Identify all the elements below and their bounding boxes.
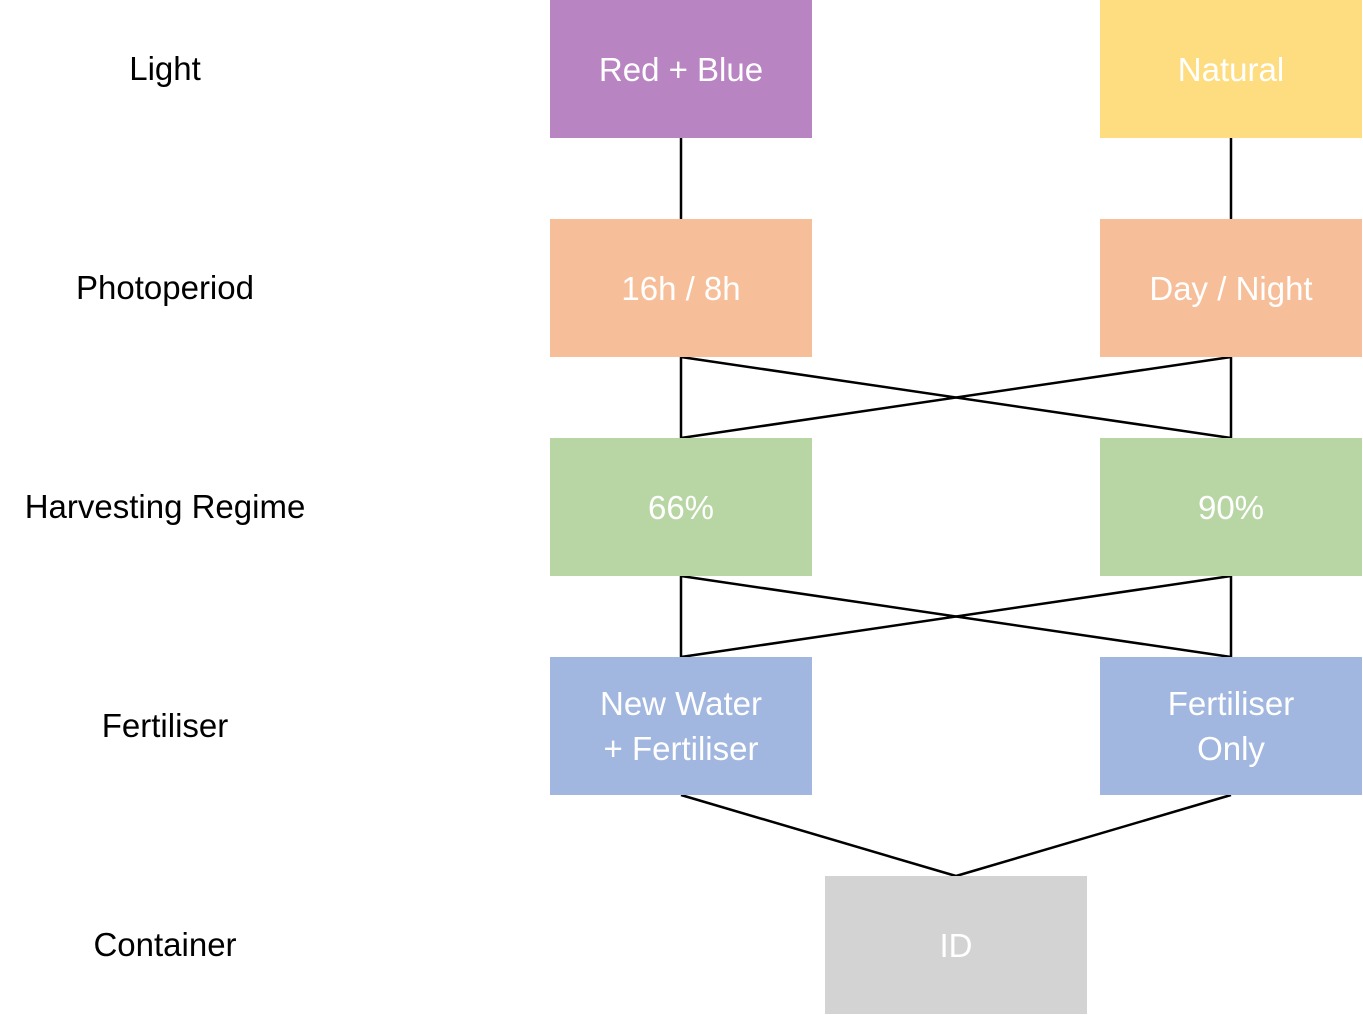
row-label-harvesting-regime: Harvesting Regime <box>24 488 306 525</box>
node-90-percent: 90% <box>1100 438 1362 576</box>
connector-daynight-66 <box>680 355 1232 440</box>
node-16h-8h-label: 16h / 8h <box>621 269 741 307</box>
connector-fertonly-id <box>955 793 1232 878</box>
node-natural: Natural <box>1100 0 1362 138</box>
node-day-night: Day / Night <box>1100 219 1362 357</box>
node-16h-8h: 16h / 8h <box>550 219 812 357</box>
connector-newwater-id <box>680 793 957 878</box>
node-66-percent-label: 66% <box>647 488 715 526</box>
node-new-water-fertiliser: New Water + Fertiliser <box>550 657 812 795</box>
row-label-fertiliser: Fertiliser <box>101 707 229 744</box>
node-red-blue-label: Red + Blue <box>598 50 764 88</box>
connector-90-newwater <box>680 574 1232 659</box>
row-label-light: Light <box>129 50 201 87</box>
row-label-photoperiod: Photoperiod <box>76 269 254 306</box>
node-new-water-fertiliser-label: New Water + Fertiliser <box>600 685 762 767</box>
node-fertiliser-only-label: Fertiliser Only <box>1167 685 1295 767</box>
node-natural-label: Natural <box>1177 50 1285 88</box>
node-red-blue: Red + Blue <box>550 0 812 138</box>
node-fertiliser-only: Fertiliser Only <box>1100 657 1362 795</box>
node-90-percent-label: 90% <box>1197 488 1265 526</box>
node-day-night-label: Day / Night <box>1149 269 1313 307</box>
node-id-label: ID <box>939 926 973 964</box>
node-66-percent: 66% <box>550 438 812 576</box>
row-label-container: Container <box>93 926 237 963</box>
node-id: ID <box>825 876 1087 1014</box>
